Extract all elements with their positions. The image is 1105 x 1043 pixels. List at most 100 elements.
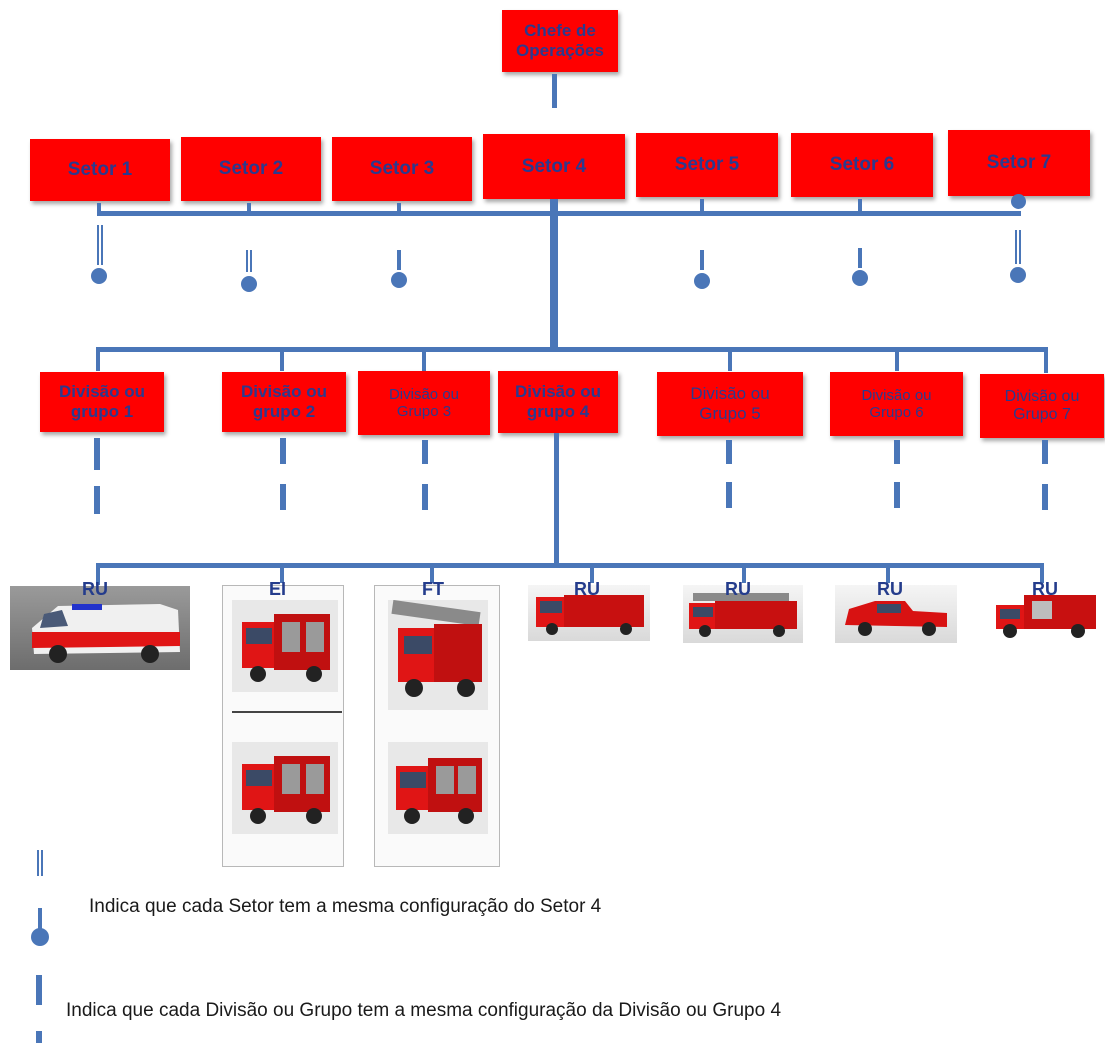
division-1-dash — [94, 438, 100, 470]
frame-divider — [232, 711, 342, 713]
pickup-truck-icon — [845, 601, 947, 636]
legend-division-symbol — [36, 1031, 42, 1043]
division-stub — [1044, 347, 1048, 373]
division-2-dash — [280, 484, 286, 510]
sector-7-link — [1019, 230, 1021, 264]
division-5-dash — [726, 482, 732, 508]
vehicle-label: EI — [269, 579, 287, 599]
sector-box-7: Setor 7 — [948, 130, 1090, 196]
sector-1-link — [97, 225, 99, 265]
vehicle-stub — [1040, 563, 1044, 583]
sector-box-6: Setor 6 — [791, 133, 933, 197]
vehicle-label: RU — [1032, 579, 1058, 599]
division-box-7: Divisão ou Grupo 7 — [980, 374, 1104, 438]
legend-sector-symbol — [38, 908, 42, 932]
chief-label-line2: Operações — [516, 41, 604, 60]
vehicle-label: RU — [574, 579, 600, 599]
division-1-dash — [94, 486, 100, 514]
fire-truck-icon — [536, 595, 644, 635]
chief-connector — [552, 74, 557, 108]
sector-7-lower-dot — [1010, 267, 1026, 283]
fire-truck-icon — [388, 742, 488, 834]
sector-5-dot — [694, 273, 710, 289]
legend-sector-symbol — [37, 850, 39, 876]
division-6-dash — [894, 440, 900, 464]
sector-box-3: Setor 3 — [332, 137, 472, 201]
division-label-line1: Divisão ou — [690, 384, 770, 404]
division-6-dash — [894, 482, 900, 508]
division-box-3: Divisão ou Grupo 3 — [358, 371, 490, 435]
division-stub — [728, 347, 732, 371]
division-box-6: Divisão ou Grupo 6 — [830, 372, 963, 436]
division-label-line2: Grupo 5 — [699, 404, 761, 423]
sector-stub — [858, 199, 862, 213]
sector-3-link — [397, 250, 401, 270]
division-label-line1: Divisão ou — [1004, 387, 1080, 405]
sector-1-link — [101, 225, 103, 265]
division-2-dash — [280, 438, 286, 464]
ambulance-icon — [32, 604, 180, 663]
sector-7-dot — [1011, 194, 1026, 209]
vehicle-stub — [430, 563, 434, 583]
ladder-truck-icon — [388, 600, 488, 710]
sector-6-dot — [852, 270, 868, 286]
vehicle-label: RU — [82, 579, 108, 599]
division-label-line1: Divisão ou — [388, 385, 460, 403]
sector-label: Setor 7 — [986, 152, 1052, 174]
sector-bus-line — [97, 211, 1021, 216]
division-label-line2: Grupo 6 — [869, 404, 924, 421]
vehicle-stub — [742, 563, 746, 583]
division-label-line2: Grupo 7 — [1013, 406, 1071, 423]
vehicle-label: RU — [725, 579, 751, 599]
vehicle-photo-ru-4 — [528, 585, 650, 641]
division-label-line1: Divisão ou — [241, 382, 327, 402]
sector-label: Setor 2 — [218, 158, 284, 180]
chief-label-line1: Chefe de — [524, 21, 596, 41]
sector-4-trunk — [550, 199, 558, 351]
ladder-truck-icon — [689, 593, 797, 637]
sector-stub — [97, 203, 101, 213]
sector-2-link — [250, 250, 252, 272]
division-4-trunk — [554, 433, 559, 566]
division-stub — [96, 347, 100, 371]
sector-7-link — [1015, 230, 1017, 264]
legend-sector-symbol — [41, 850, 43, 876]
division-stub — [895, 347, 899, 371]
division-label-line1: Divisão ou — [861, 386, 932, 404]
vehicle-photo-ru-6 — [835, 585, 957, 643]
division-box-4: Divisão ou grupo 4 — [498, 371, 618, 433]
sector-label: Setor 6 — [829, 154, 895, 176]
sector-label: Setor 5 — [674, 154, 740, 176]
sector-1-dot — [91, 268, 107, 284]
vehicle-label: RU — [877, 579, 903, 599]
division-label-line2: grupo 4 — [526, 402, 590, 421]
sector-2-link — [246, 250, 248, 272]
vehicle-photo-ru-7 — [988, 585, 1102, 643]
legend-sector-dot — [31, 928, 49, 946]
division-label-line1: Divisão ou — [59, 382, 145, 402]
division-label-line2: grupo 2 — [252, 402, 316, 421]
division-stub — [280, 347, 284, 371]
division-5-dash — [726, 440, 732, 464]
fire-truck-icon — [232, 600, 338, 692]
vehicle-stub — [886, 563, 890, 583]
sector-label: Setor 4 — [521, 155, 587, 177]
division-stub — [422, 347, 426, 371]
sector-3-dot — [391, 272, 407, 288]
vehicle-stub — [280, 563, 284, 583]
vehicle-photo-ambulance — [10, 586, 190, 670]
vehicle-stub — [96, 563, 100, 585]
vehicle-label: FT — [422, 579, 444, 599]
sector-stub — [247, 203, 251, 213]
fire-truck-icon — [232, 742, 338, 834]
vehicle-bus-line — [96, 563, 1044, 568]
sector-box-4: Setor 4 — [483, 134, 625, 199]
division-label-line2: Grupo 3 — [396, 403, 452, 420]
sector-6-link — [858, 248, 862, 268]
division-3-dash — [422, 440, 428, 464]
vehicle-photo-ru-5 — [683, 585, 803, 643]
division-box-5: Divisão ou Grupo 5 — [657, 372, 803, 436]
vehicle-stub — [590, 563, 594, 583]
sector-stub — [700, 199, 704, 213]
division-bus-line — [96, 347, 1048, 352]
